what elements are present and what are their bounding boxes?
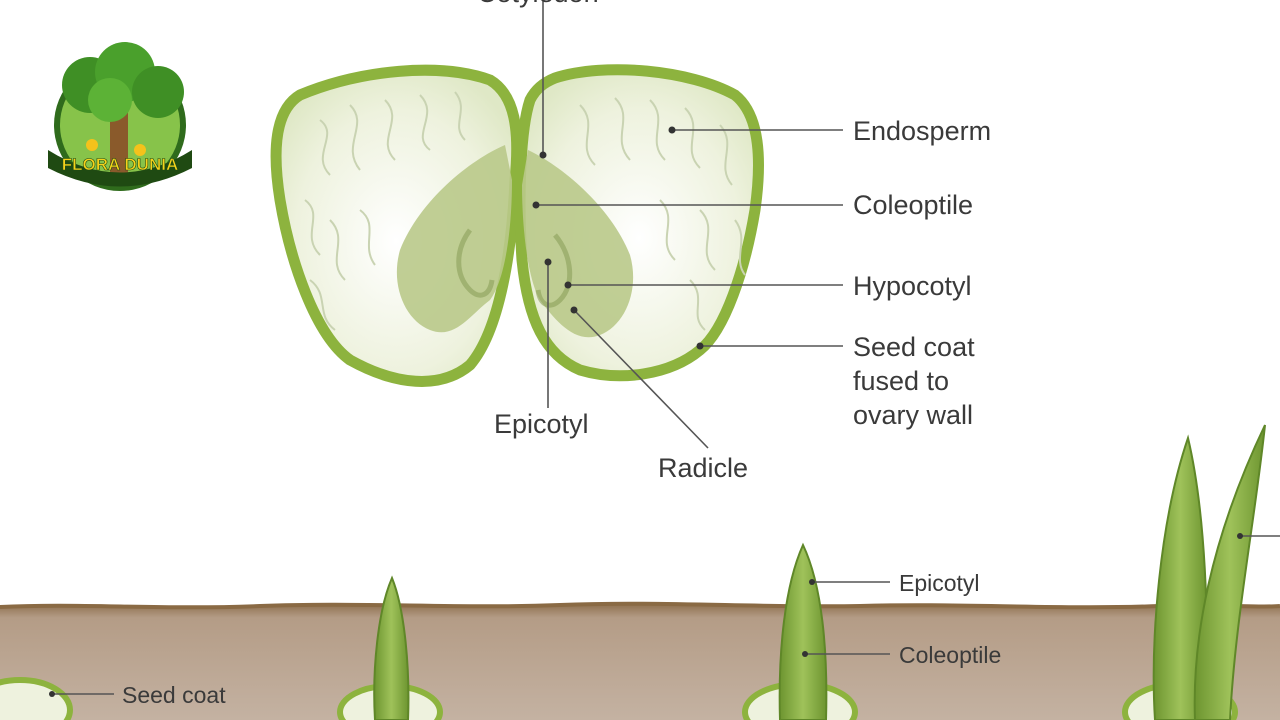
left-endosperm-texture bbox=[304, 91, 466, 331]
label-radicle: Radicle bbox=[658, 453, 748, 483]
right-seed-half bbox=[514, 64, 764, 382]
sprout-small bbox=[373, 575, 410, 720]
label-cotyledon-cut: Cotyledon bbox=[477, 0, 599, 8]
label-soil-coleoptile: Coleoptile bbox=[899, 642, 1001, 668]
right-endosperm-texture bbox=[579, 97, 746, 331]
sprout-large bbox=[1152, 424, 1266, 720]
label-endosperm: Endosperm bbox=[853, 116, 991, 146]
left-seed-half bbox=[270, 64, 523, 387]
label-coleoptile: Coleoptile bbox=[853, 190, 973, 220]
label-seed-coat-line1: Seed coat bbox=[853, 332, 975, 362]
label-soil-epicotyl: Epicotyl bbox=[899, 570, 980, 596]
label-seed-coat-line3: ovary wall bbox=[853, 400, 973, 430]
soil-section bbox=[0, 601, 1280, 720]
flora-dunia-logo: FLORA DUNIA bbox=[48, 42, 192, 191]
label-epicotyl: Epicotyl bbox=[494, 409, 589, 439]
label-hypocotyl: Hypocotyl bbox=[853, 271, 972, 301]
logo-text: FLORA DUNIA bbox=[62, 155, 178, 174]
label-soil-seed-coat: Seed coat bbox=[122, 682, 226, 708]
sprout-medium bbox=[778, 542, 828, 720]
leader-lines bbox=[49, 0, 1280, 697]
label-seed-coat-line2: fused to bbox=[853, 366, 949, 396]
